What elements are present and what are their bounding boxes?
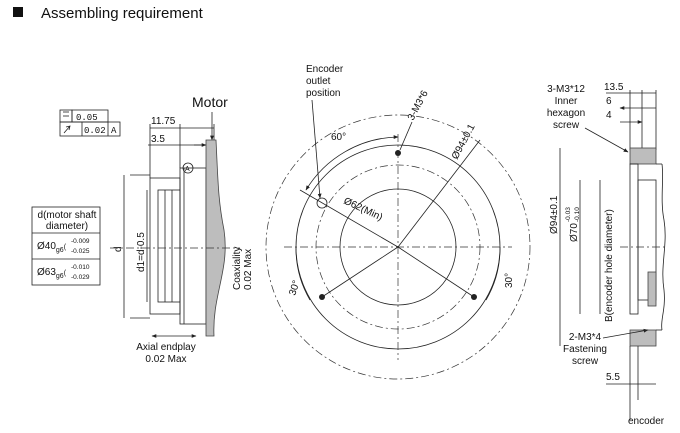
angle-30-left: 30° [287, 279, 302, 297]
motor-flange [205, 139, 226, 337]
dim-4: 4 [606, 110, 612, 121]
label-d94: Ø94±0.1 [450, 122, 478, 161]
tolerance-frame: 0.05 0.02 A [59, 109, 121, 137]
dim-d1: d1=d-0.5 [136, 232, 147, 272]
angle-60: 60° [331, 132, 346, 143]
encoder-label: encoder [628, 416, 665, 427]
shaft-row-1-lower: -0.025 [71, 248, 90, 255]
dim-side-d70: Ø70 [569, 223, 580, 242]
dim-6: 6 [606, 96, 612, 107]
motor-label: Motor [192, 94, 228, 110]
dim-13-5: 13.5 [604, 82, 624, 93]
arc-60 [305, 135, 399, 191]
mount-hole-top [395, 150, 401, 156]
shaft-row-2-upper: -0.010 [71, 264, 90, 271]
dim-side-d94: Ø94±0.1 [549, 195, 560, 234]
encoder-outlet-hole [316, 197, 328, 209]
shaft-row-1-upper: -0.009 [71, 238, 90, 245]
tolerance-value-2: 0.02 [84, 126, 106, 136]
side-encoder-body [629, 147, 666, 347]
arc-30-left [295, 246, 311, 301]
datum-a: A [185, 166, 190, 173]
tolerance-value-1: 0.05 [76, 113, 98, 123]
dim-5-5: 5.5 [606, 372, 620, 383]
shaft-row-2: Ø63g6( [37, 267, 67, 280]
angle-30-right: 30° [504, 273, 515, 288]
shaft-row-2-lower: -0.029 [71, 274, 90, 281]
runout-icon [63, 125, 71, 134]
bore-label: B(encoder hole diameter) [604, 209, 615, 322]
header-bullet-icon [13, 7, 23, 17]
label-m3x6: 3-M3*6 [406, 88, 431, 122]
outlet-leader [311, 99, 322, 199]
datum-circle [182, 162, 194, 174]
dim-11-75: 11.75 [151, 116, 176, 127]
dim-3-5: 3.5 [151, 134, 165, 145]
dim-side-d70-lower: -0.10 [574, 207, 581, 222]
arc-30-right [485, 246, 501, 301]
m3x6-leader [399, 121, 413, 151]
coaxiality-label: Coaxiality0.02 Max [232, 247, 254, 290]
page-title: Assembling requirement [41, 5, 204, 22]
angle-arc-ref [265, 114, 531, 380]
tolerance-datum: A [111, 126, 117, 136]
shaft-row-1: Ø40g6( [37, 241, 67, 254]
dim-d: d [113, 246, 124, 252]
label-d62: Ø62(Min) [342, 196, 384, 224]
dim-side-d70-upper: -0.03 [565, 207, 572, 222]
